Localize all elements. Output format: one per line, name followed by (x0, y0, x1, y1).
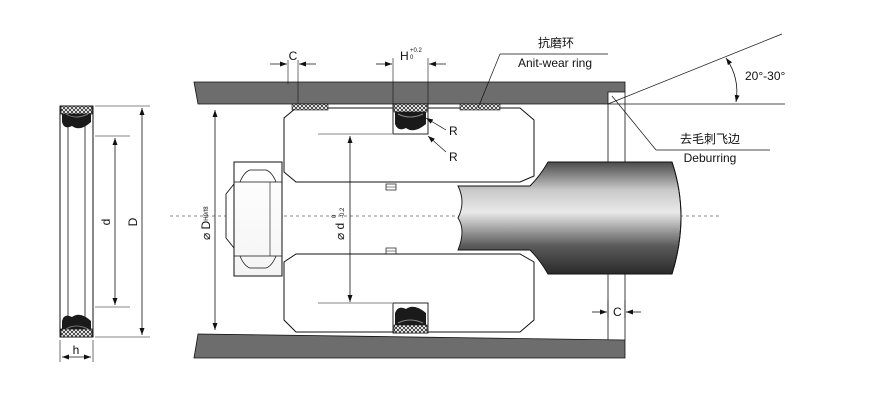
angle-arc (725, 57, 740, 103)
label-groove-tol-upper: 0 (332, 214, 338, 218)
label-bore-D: ⌀ DH9/f8 (199, 206, 213, 240)
seal-ring-outline (59, 105, 94, 338)
cylinder-wall-top (193, 81, 626, 105)
cylinder-barrel (193, 81, 626, 359)
label-anti-wear-cn: 抗磨环 (538, 35, 574, 50)
label-c-top: C (289, 49, 298, 63)
label-c-bottom: C (613, 305, 622, 319)
label-h-tol-lower: 0 (410, 55, 414, 61)
label-d: d (99, 219, 113, 226)
label-h-top: H (400, 49, 409, 63)
anti-wear-ring-left (291, 103, 329, 111)
seal-profile-top (60, 105, 93, 129)
label-anti-wear-en: Anit-wear ring (518, 56, 592, 70)
label-groove-tol-lower: -0.2 (340, 207, 346, 218)
label-h-tol-upper: +0.2 (410, 48, 423, 54)
label-r2: R (449, 150, 458, 164)
label-groove-d: ⌀ d (333, 223, 347, 240)
label-r1: R (449, 124, 458, 138)
anti-wear-ring-right (459, 103, 501, 111)
seal-bottom (393, 306, 428, 334)
seal-top (393, 103, 428, 131)
label-deburr-en: Deburring (684, 151, 737, 165)
seal-profile-bottom (60, 314, 93, 338)
piston-rod (457, 161, 682, 275)
cylinder-wall-bottom (193, 333, 626, 359)
hex-nut (225, 161, 283, 277)
label-angle: 20°-30° (745, 69, 785, 83)
label-h: h (73, 343, 80, 357)
chamfer-angle-line (607, 33, 783, 105)
piston (283, 103, 535, 334)
label-deburr-cn: 去毛刺飞边 (680, 132, 740, 146)
label-D: D (126, 217, 140, 226)
seal-cross-section-view: D d h (59, 105, 150, 362)
